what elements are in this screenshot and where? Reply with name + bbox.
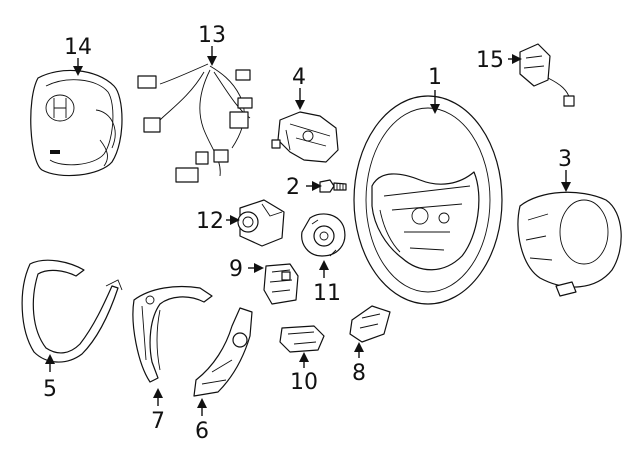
leader-arrows	[45, 46, 571, 416]
callout-9: 9	[229, 257, 243, 282]
part-6-garnish	[193, 307, 253, 397]
callout-8: 8	[352, 361, 366, 386]
part-13-wire-harness	[137, 63, 253, 183]
callout-10: 10	[290, 370, 318, 395]
part-8-switch	[349, 305, 391, 343]
part-14-airbag-module	[30, 69, 123, 177]
part-3-rear-cover	[517, 191, 622, 297]
part-10-switch	[279, 325, 325, 353]
callout-12: 12	[196, 209, 224, 234]
part-11-switch	[301, 213, 346, 257]
callout-5: 5	[43, 377, 57, 402]
part-1-steering-wheel	[353, 95, 503, 305]
callout-1: 1	[428, 65, 442, 90]
part-2-screw	[319, 179, 347, 193]
callout-7: 7	[151, 409, 165, 434]
part-12-switch	[237, 199, 285, 247]
part-15-switch	[519, 43, 575, 107]
callout-11: 11	[313, 281, 341, 306]
part-4-sensor-assembly	[271, 111, 339, 163]
part-9-switch	[263, 263, 299, 305]
callout-14: 14	[64, 35, 92, 60]
callout-3: 3	[558, 147, 572, 172]
part-5-trim-bezel	[21, 259, 123, 363]
callout-2: 2	[286, 175, 300, 200]
callout-6: 6	[195, 419, 209, 444]
callout-15: 15	[476, 48, 504, 73]
part-7-garnish	[132, 285, 213, 383]
callout-13: 13	[198, 23, 226, 48]
callout-4: 4	[292, 65, 306, 90]
